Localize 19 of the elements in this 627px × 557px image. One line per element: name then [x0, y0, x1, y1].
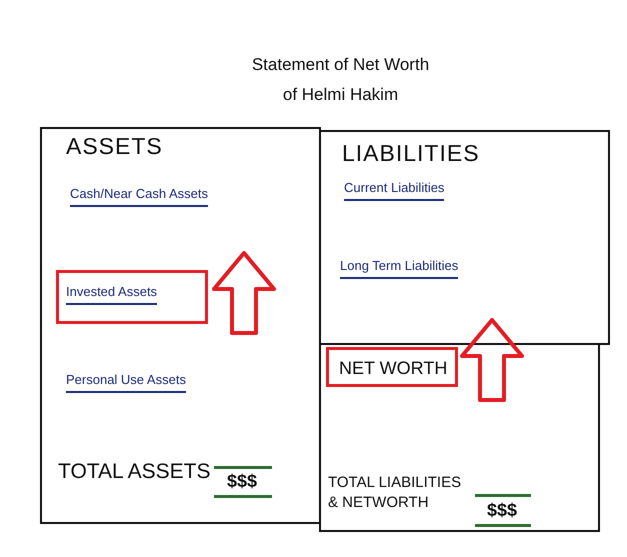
- section-heading: NET WORTH: [339, 358, 448, 379]
- line-item: Cash/Near Cash Assets: [70, 186, 208, 207]
- block-arrow: [460, 318, 524, 402]
- line-item: Invested Assets: [66, 284, 158, 305]
- table-cell: [319, 343, 600, 532]
- line-item: Current Liabilities: [344, 180, 444, 201]
- section-heading: LIABILITIES: [342, 140, 480, 167]
- highlight-box: [56, 270, 208, 324]
- table-cell: [319, 130, 610, 345]
- section-heading: ASSETS: [66, 133, 163, 160]
- amount-text: $$$: [227, 471, 258, 492]
- total-label: TOTAL ASSETS: [58, 460, 210, 484]
- line-item: Long Term Liabilities: [340, 258, 458, 279]
- highlight-box: [326, 347, 458, 387]
- line-item: Personal Use Assets: [66, 372, 186, 393]
- table-cell: [40, 127, 321, 524]
- amount-text: $$$: [487, 500, 518, 521]
- title: Statement of Net Worth of Helmi Hakim: [250, 54, 430, 106]
- total-label: TOTAL LIABILITIES & NETWORTH: [328, 473, 462, 513]
